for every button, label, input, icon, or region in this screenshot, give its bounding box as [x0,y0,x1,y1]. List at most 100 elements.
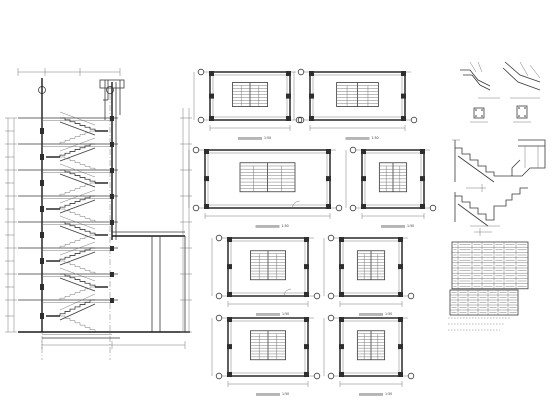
wall-stub [110,142,114,147]
column [204,176,209,182]
right-level-ticks [180,117,192,333]
axis-bubble [327,292,335,300]
plan-row3-left: 1:50 [211,234,321,316]
stair-flights [40,80,114,332]
plan-row3-right: 1:50 [323,234,415,316]
wall-stub [40,154,44,160]
wall-stub [110,116,114,121]
door-swing [283,288,292,297]
column [401,116,406,121]
column [420,149,425,154]
plan-row4-right: 1:50 [323,314,415,396]
plan-row2-right: 1:50 [345,146,437,228]
column [227,344,232,350]
stair-steps-return [59,182,95,196]
column [227,292,232,297]
column [304,237,309,242]
handrail [59,189,96,204]
plan-row1-right: 1:50 [293,68,418,140]
column [398,317,403,322]
stair-flight [40,241,114,274]
axis-bubble [313,292,321,300]
column [401,93,406,99]
column [309,116,314,121]
column [227,237,232,242]
column [420,176,425,182]
stair-slab-detail-1 [452,139,521,183]
handrail [59,241,96,256]
wall-stub [40,313,44,319]
plan-row4-left: 1:50 [211,314,321,396]
column [361,176,366,182]
detail-drawings [448,61,546,331]
stair-flight [40,111,114,144]
column [398,264,403,270]
wall-stub [110,272,114,277]
handrail [59,215,96,230]
handrail [59,111,96,126]
handrail [59,137,96,152]
column [304,292,309,297]
column [227,264,232,270]
stair-steps-return [60,156,96,170]
column [204,149,209,154]
column [326,176,331,182]
stair-flight [40,293,114,332]
stair-steps [60,221,96,235]
column [326,204,331,209]
axis-bubble [410,116,418,124]
column [227,317,232,322]
column [304,317,309,322]
axis-bubble [215,234,223,242]
plan-scale: 1:50 [264,136,271,140]
column [398,372,403,377]
column [304,344,309,350]
landing-detail [512,139,546,177]
beam-section-2 [513,105,531,123]
column [209,116,214,121]
wall-stub [110,168,114,173]
plan-scale: 1:50 [282,224,289,228]
column [339,317,344,322]
column [309,93,314,99]
reinforcement-schedule-table [451,241,529,290]
wall-stub [40,284,44,290]
stair-steps-return [60,315,96,332]
axis-bubble [335,204,343,212]
axis-bubble [192,146,200,154]
axis-bubble [429,204,437,212]
column [339,344,344,350]
axis-bubble [327,314,335,322]
plan-scale: 1:50 [282,312,289,316]
notes-block [448,317,510,331]
column [420,204,425,209]
plan-scale: 1:50 [372,136,379,140]
axis-bubble [313,372,321,380]
stair-steps [59,299,95,316]
stair-soffit [59,303,96,321]
column [286,116,291,121]
axis-bubble [297,68,305,76]
axis-bubble [297,116,305,124]
level-ticks [5,117,17,333]
stair-steps-return [60,208,96,222]
column [204,204,209,209]
stair-flight [40,215,114,248]
column [339,237,344,242]
plan-row2-left: 1:50 [188,146,343,228]
plan-scale: 1:50 [282,392,289,396]
column [401,71,406,76]
column [398,292,403,297]
stair-slab-detail-2 [454,187,528,236]
column [286,93,291,99]
axis-bubble [407,292,415,300]
wall-stub [40,180,44,186]
reinforcement-schedule-table-2 [449,289,519,316]
wall-stub [110,220,114,225]
column [209,93,214,99]
column [398,344,403,350]
column [339,372,344,377]
stair-flight [40,189,114,222]
